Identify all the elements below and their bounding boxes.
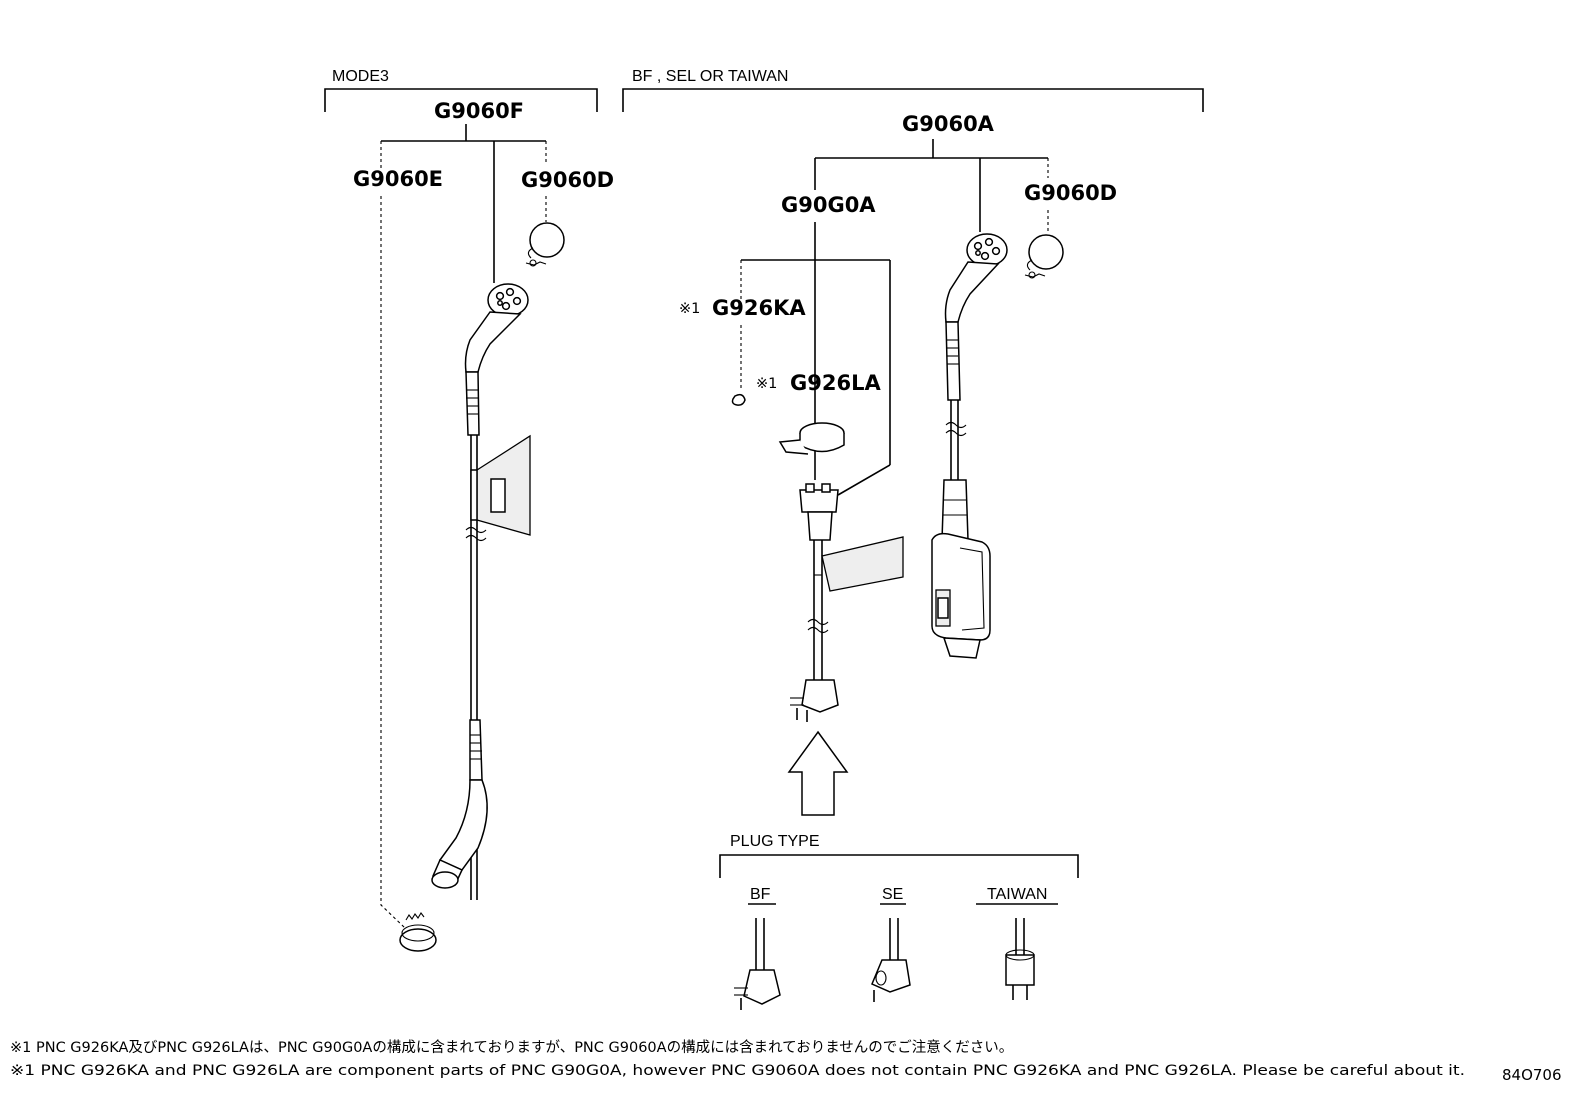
g9060f-assembly: G9060F G9060E G9060D	[353, 99, 614, 952]
note-mark-g926ka: ※1	[679, 301, 700, 317]
plug-type-taiwan-label: TAIWAN	[987, 886, 1047, 903]
note-mark-g926la: ※1	[756, 376, 777, 392]
plug-body-g90g0a	[790, 483, 904, 722]
plug-type-label: PLUG TYPE	[730, 833, 820, 850]
plug-type-se[interactable]: SE	[871, 886, 911, 1002]
note-japanese: ※1 PNC G926KA及びPNC G926LAは、PNC G90G0Aの構成…	[10, 1038, 1013, 1056]
arrow-up-icon	[787, 730, 849, 816]
vehicle-connector-bottom	[431, 719, 488, 889]
part-label-g9060d-left[interactable]: G9060D	[521, 168, 614, 192]
bf-sel-taiwan-label: BF , SEL OR TAIWAN	[632, 68, 788, 85]
cable-tag-left	[470, 434, 531, 536]
protective-cap-left	[525, 222, 565, 267]
plug-type-taiwan[interactable]: TAIWAN	[976, 886, 1058, 1000]
protective-cap-right	[1024, 234, 1064, 279]
protective-cap-bottom	[399, 912, 437, 952]
part-label-g9060f[interactable]: G9060F	[434, 99, 524, 123]
vehicle-connector-top	[464, 283, 529, 436]
cover-g926la	[778, 422, 845, 455]
mode3-bracket: MODE3	[324, 68, 598, 112]
g9060a-assembly: G9060A G9060D G90G0A ※1 G926KA ※1 G926LA	[679, 112, 1117, 816]
part-label-g926ka[interactable]: G926KA	[712, 296, 806, 320]
mode3-label: MODE3	[332, 68, 389, 85]
plug-type-se-label: SE	[882, 886, 903, 903]
part-label-g9060a[interactable]: G9060A	[902, 112, 995, 136]
control-box	[931, 532, 991, 659]
part-label-g9060d-right[interactable]: G9060D	[1024, 181, 1117, 205]
small-clip-g926ka	[731, 393, 746, 406]
vehicle-connector-right	[941, 233, 1008, 541]
part-label-g926la[interactable]: G926LA	[790, 371, 881, 395]
bf-sel-taiwan-bracket: BF , SEL OR TAIWAN	[622, 68, 1204, 112]
plug-type-bracket: PLUG TYPE BF SE TAIWAN	[719, 833, 1079, 1010]
plug-type-bf-label: BF	[750, 886, 771, 903]
plug-type-bf[interactable]: BF	[734, 886, 781, 1010]
note-english: ※1 PNC G926KA and PNC G926LA are compone…	[10, 1063, 1465, 1079]
diagram-code: 84O706	[1502, 1066, 1562, 1084]
part-label-g9060e[interactable]: G9060E	[353, 167, 443, 191]
part-label-g90g0a[interactable]: G90G0A	[781, 193, 876, 217]
